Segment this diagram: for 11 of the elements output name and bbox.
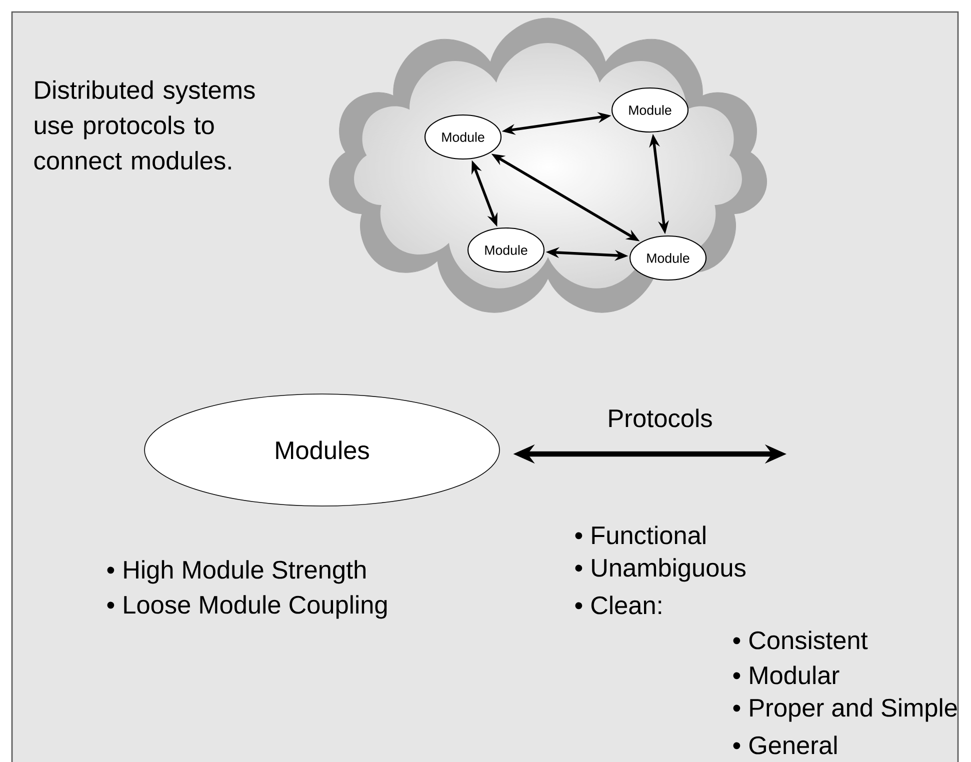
bullet-item: • Clean:: [575, 596, 662, 614]
bullet-item: • Loose Module Coupling: [107, 595, 387, 619]
bullet-item: • Functional: [575, 526, 706, 544]
bullet-item: • Consistent: [733, 630, 868, 650]
bullet-item: • Modular: [733, 666, 840, 684]
bullet-item: • High Module Strength: [107, 560, 366, 584]
edge-label: Protocols: [609, 408, 712, 428]
bullet-item: • General: [733, 736, 837, 754]
bullet-item: • Proper and Simple: [733, 698, 957, 722]
bullet-item: • Unambiguous: [575, 558, 746, 582]
description-text: Distributed systems use protocols to connect modules.: [34, 80, 255, 170]
